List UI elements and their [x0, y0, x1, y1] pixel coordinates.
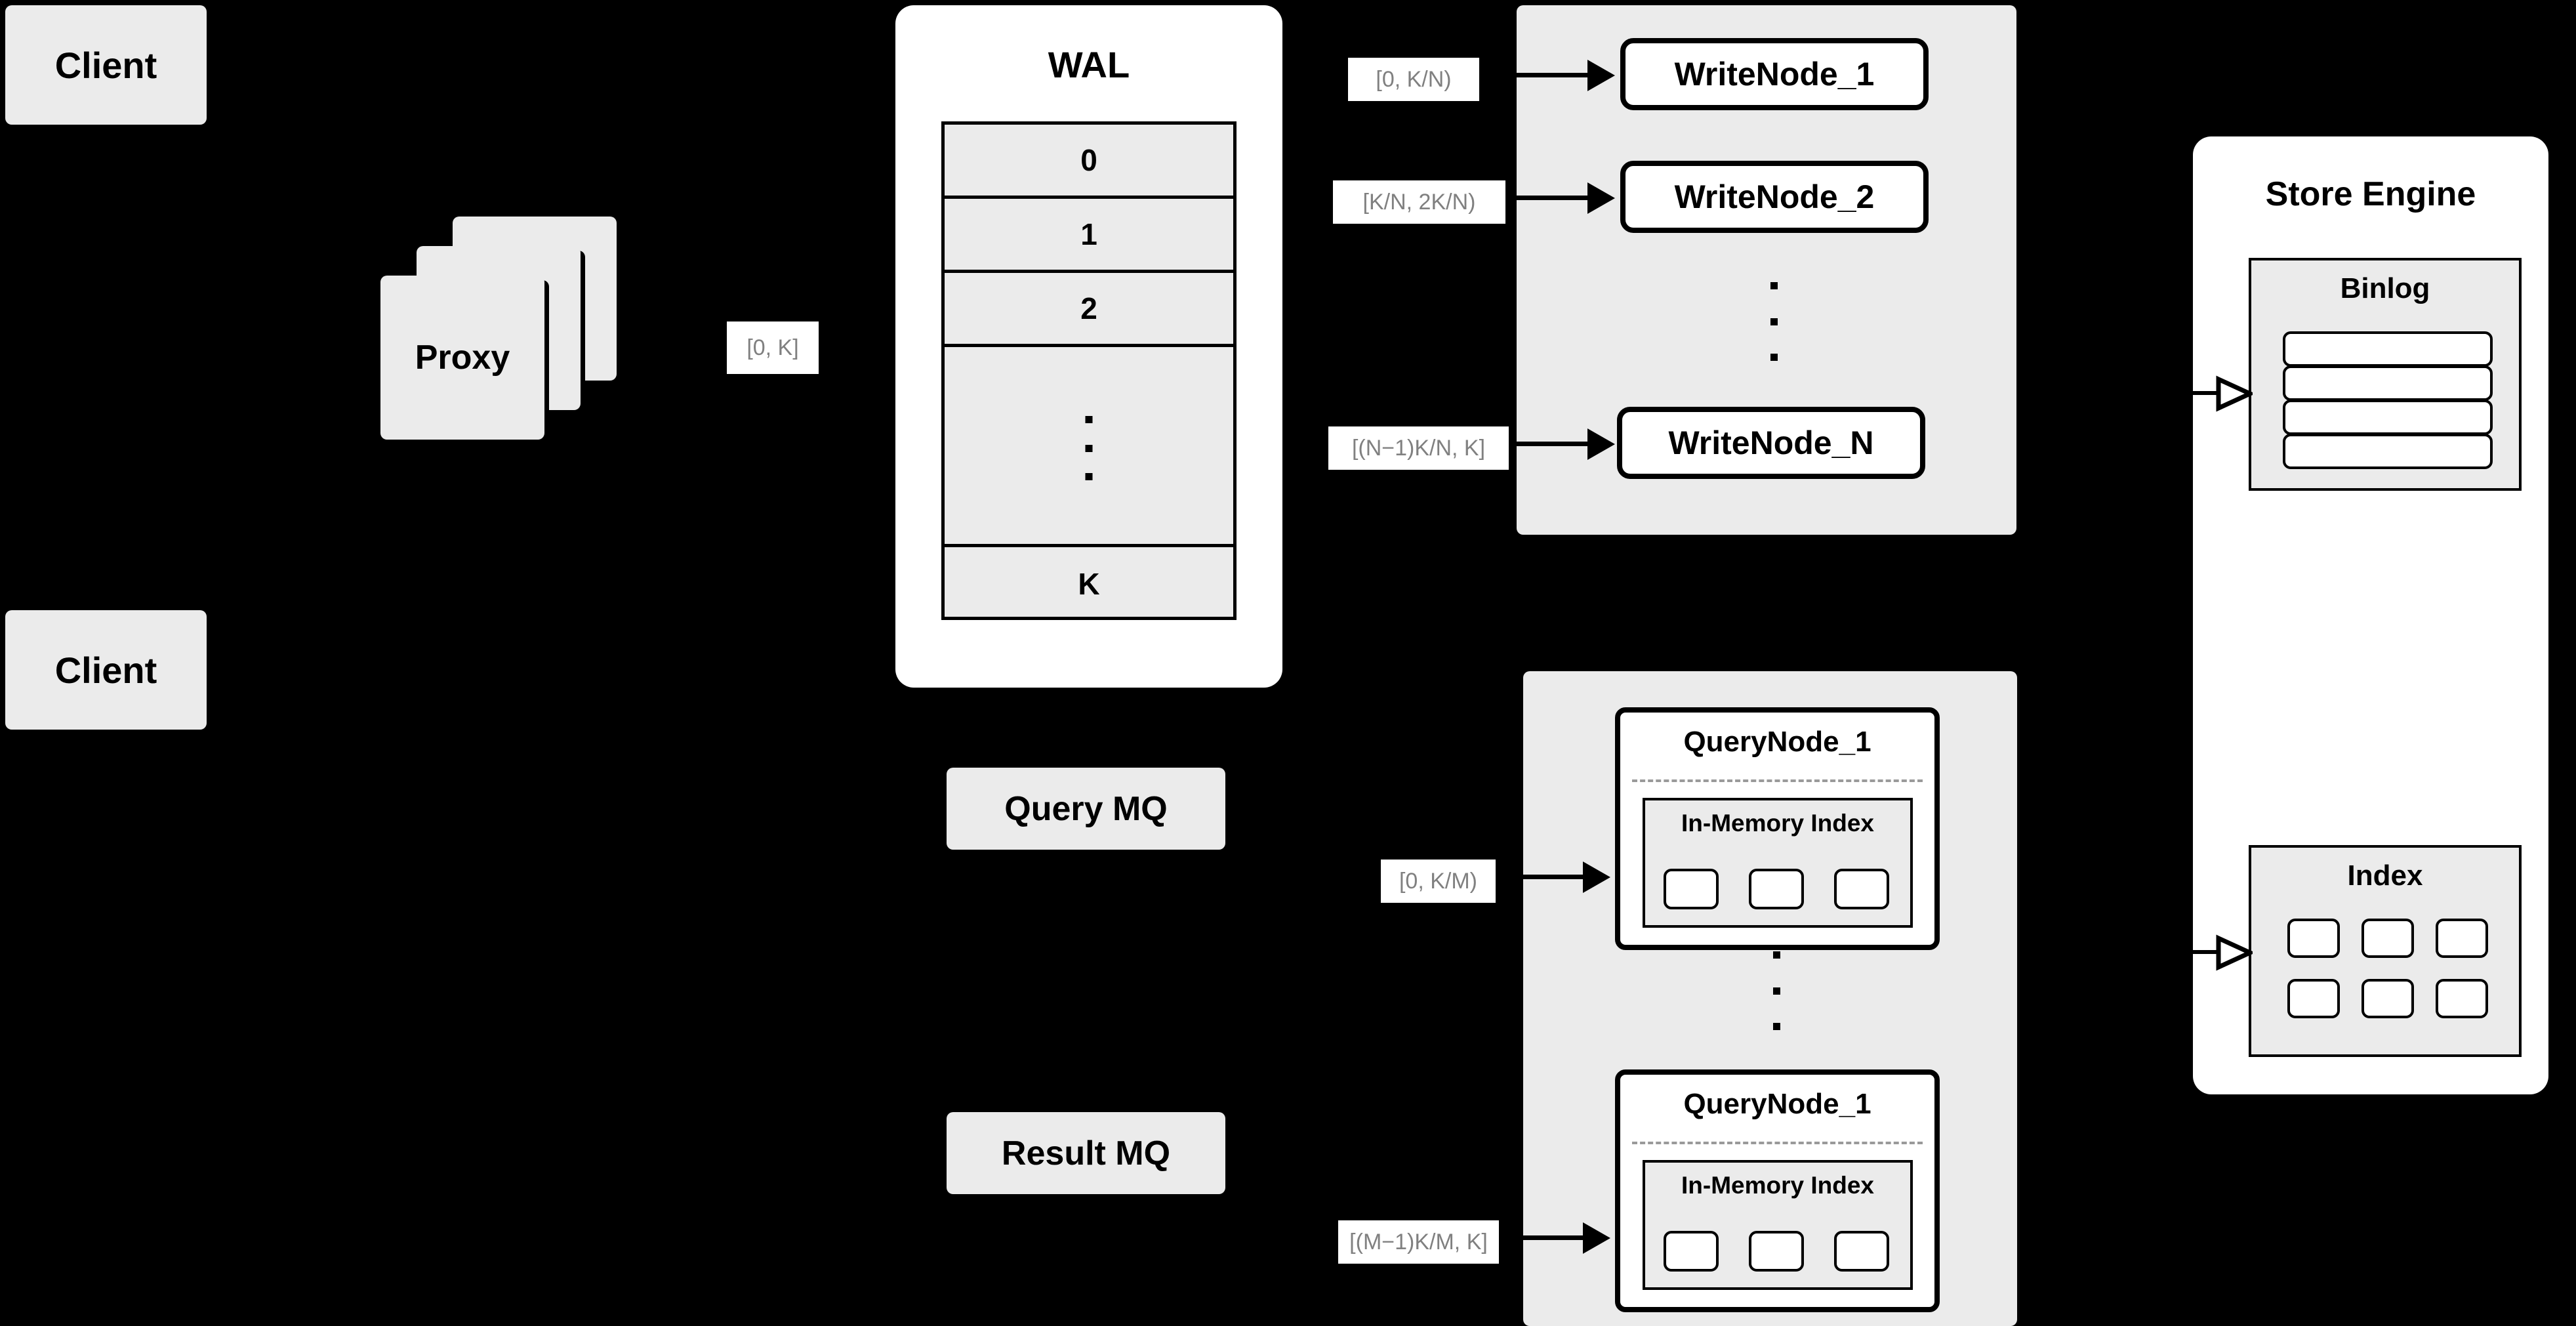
- write-node-1-arrow-line: [1517, 73, 1589, 77]
- query-node-m-title: QueryNode_1: [1683, 1088, 1871, 1120]
- binlog-row: [2283, 434, 2493, 469]
- wal-title: WAL: [1048, 44, 1130, 85]
- index-cell: [2361, 979, 2414, 1018]
- query-node-m-inmem-title: In-Memory Index: [1681, 1172, 1874, 1199]
- write-node-n-arrow-line: [1517, 442, 1589, 446]
- write-node-1[interactable]: WriteNode_1: [1620, 38, 1929, 110]
- binlog-title: Binlog: [2340, 272, 2430, 304]
- query-node-1-inmem-title: In-Memory Index: [1681, 810, 1874, 837]
- write-node-2-label: WriteNode_2: [1674, 178, 1875, 215]
- query-node-m[interactable]: QueryNode_1 In-Memory Index: [1615, 1069, 1940, 1312]
- binlog-row: [2283, 331, 2493, 367]
- result-mq-label: Result MQ: [1001, 1134, 1171, 1172]
- query-mq-label: Query MQ: [1004, 789, 1168, 828]
- index-title: Index: [2347, 860, 2423, 892]
- write-node-1-arrow-head: [1587, 60, 1615, 91]
- query-node-m-separator: [1632, 1142, 1923, 1144]
- query-node-1-range: [0, K/M): [1381, 860, 1496, 903]
- client-label-1: Client: [54, 44, 157, 86]
- write-cluster-ellipsis-dots: [1770, 282, 1778, 361]
- query-node-m-arrow-line: [1502, 1235, 1584, 1240]
- query-node-m-index-cell: [1834, 1231, 1889, 1272]
- index-cell: [2287, 979, 2340, 1018]
- index-cell: [2361, 919, 2414, 958]
- wal-table: 0 1 2 K: [941, 121, 1237, 620]
- write-node-n[interactable]: WriteNode_N: [1617, 407, 1925, 479]
- binlog-arrow-line: [2193, 391, 2219, 395]
- query-node-1[interactable]: QueryNode_1 In-Memory Index: [1615, 707, 1940, 950]
- query-node-1-title: QueryNode_1: [1683, 726, 1871, 758]
- query-node-1-arrow-line: [1502, 875, 1584, 879]
- index-cell: [2436, 979, 2488, 1018]
- query-node-m-inmem-index: In-Memory Index: [1643, 1160, 1913, 1290]
- client-label-2: Client: [54, 649, 157, 691]
- write-node-1-range: [0, K/N): [1348, 58, 1479, 101]
- client-box-1[interactable]: Client: [5, 5, 207, 125]
- store-engine-title: Store Engine: [2265, 175, 2476, 213]
- wal-row-2: 2: [945, 273, 1233, 347]
- client-box-2[interactable]: Client: [5, 610, 207, 730]
- proxy-label: Proxy: [415, 339, 510, 377]
- index-cell: [2436, 919, 2488, 958]
- wal-row-1: 1: [945, 199, 1233, 273]
- wal-row-ellipsis: [945, 347, 1233, 547]
- write-node-2-range: [K/N, 2K/N): [1333, 180, 1505, 224]
- binlog-row: [2283, 400, 2493, 435]
- query-node-1-separator: [1632, 779, 1923, 782]
- query-node-1-arrow-head: [1583, 861, 1610, 893]
- write-node-n-label: WriteNode_N: [1668, 425, 1874, 461]
- query-cluster-ellipsis-dots: [1773, 951, 1780, 1030]
- query-node-m-range: [(M−1)K/M, K]: [1338, 1220, 1499, 1264]
- write-node-n-arrow-head: [1587, 428, 1615, 460]
- index-arrow-line: [2193, 950, 2219, 954]
- wal-ellipsis-dots: [1085, 416, 1093, 480]
- write-node-2[interactable]: WriteNode_2: [1620, 161, 1929, 233]
- write-node-n-range: [(N−1)K/N, K]: [1328, 426, 1509, 470]
- query-node-m-index-cell: [1664, 1231, 1719, 1272]
- proxy-card-front[interactable]: Proxy: [380, 276, 544, 440]
- query-node-m-arrow-head: [1583, 1222, 1610, 1254]
- query-node-1-index-cell: [1749, 869, 1804, 909]
- binlog-row: [2283, 365, 2493, 401]
- index-box: Index: [2249, 845, 2522, 1057]
- proxy-stack[interactable]: Proxy: [380, 217, 676, 440]
- query-node-m-index-cell: [1749, 1231, 1804, 1272]
- query-mq-box[interactable]: Query MQ: [947, 768, 1225, 850]
- proxy-range-label: [0, K]: [727, 321, 819, 374]
- query-node-1-index-cell: [1664, 869, 1719, 909]
- index-cell: [2287, 919, 2340, 958]
- query-node-1-inmem-index: In-Memory Index: [1643, 798, 1913, 928]
- write-node-2-arrow-head: [1587, 182, 1615, 214]
- result-mq-box[interactable]: Result MQ: [947, 1112, 1225, 1194]
- wal-row-0: 0: [945, 125, 1233, 199]
- query-node-1-index-cell: [1834, 869, 1889, 909]
- write-node-2-arrow-line: [1517, 196, 1589, 200]
- binlog-box: Binlog: [2249, 258, 2522, 491]
- write-node-1-label: WriteNode_1: [1674, 56, 1875, 93]
- wal-row-k: K: [1078, 566, 1100, 601]
